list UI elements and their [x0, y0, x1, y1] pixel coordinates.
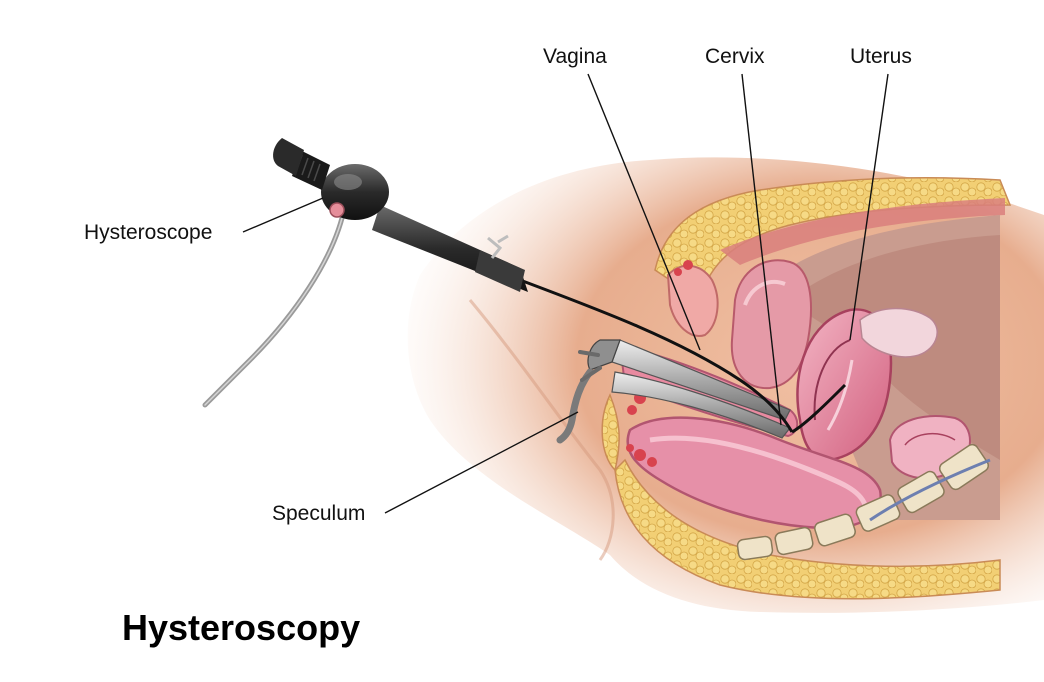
- label-hysteroscope: Hysteroscope: [84, 221, 213, 244]
- diagram-title: Hysteroscopy: [122, 607, 361, 648]
- label-vagina: Vagina: [543, 45, 607, 68]
- label-cervix: Cervix: [705, 45, 765, 68]
- label-speculum: Speculum: [272, 502, 366, 525]
- light-cable: [202, 202, 348, 408]
- hysteroscope-instrument: [273, 138, 847, 434]
- label-uterus: Uterus: [850, 45, 912, 68]
- speculum-instrument: [556, 339, 791, 444]
- leader-lines: [242, 73, 889, 514]
